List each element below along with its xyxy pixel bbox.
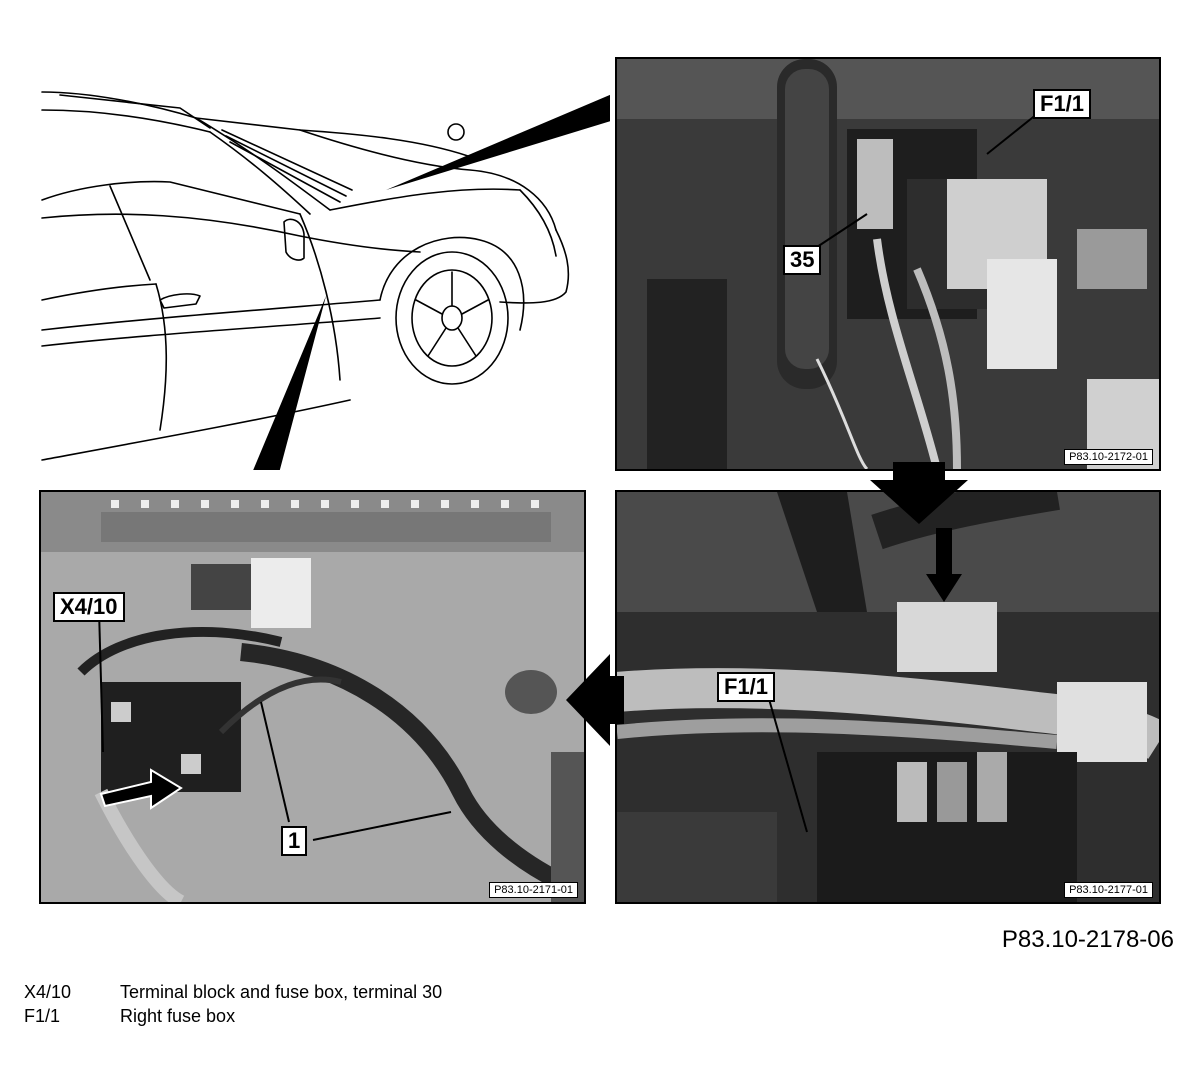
label-f1-1-bottom: F1/1 — [717, 672, 776, 702]
photo-ref-top-right: P83.10-2172-01 — [1064, 449, 1153, 465]
photo-fuse-box-bottom — [617, 492, 1159, 902]
photo-ref-bottom-right: P83.10-2177-01 — [1064, 882, 1153, 898]
photo-ref-bottom-left: P83.10-2171-01 — [489, 882, 578, 898]
legend-key: X4/10 — [24, 982, 72, 1002]
photo-panel-bottom-left: X4/10 1 P83.10-2171-01 — [39, 490, 586, 904]
legend-row-x4-10: X4/10 Terminal block and fuse box, termin… — [24, 982, 442, 1003]
label-35: 35 — [783, 245, 822, 275]
figure-id: P83.10-2178-06 — [1001, 926, 1174, 953]
legend-text: Terminal block and fuse box, terminal 30 — [120, 982, 443, 1002]
label-f1-1-top: F1/1 — [1033, 89, 1092, 119]
photo-terminal-block — [41, 492, 584, 902]
legend-key: F1/1 — [24, 1006, 61, 1026]
legend-text: Right fuse box — [120, 1006, 236, 1026]
car-illustration — [41, 91, 610, 470]
photo-panel-bottom-right: F1/1 P83.10-2177-01 — [615, 490, 1161, 904]
label-x4-10: X4/10 — [53, 592, 125, 622]
label-1: 1 — [281, 826, 308, 856]
photo-panel-top-right: F1/1 35 P83.10-2172-01 — [615, 57, 1161, 471]
photo-fuse-box-top — [617, 59, 1159, 469]
legend-row-f1-1: F1/1 Right fuse box — [24, 1006, 235, 1027]
